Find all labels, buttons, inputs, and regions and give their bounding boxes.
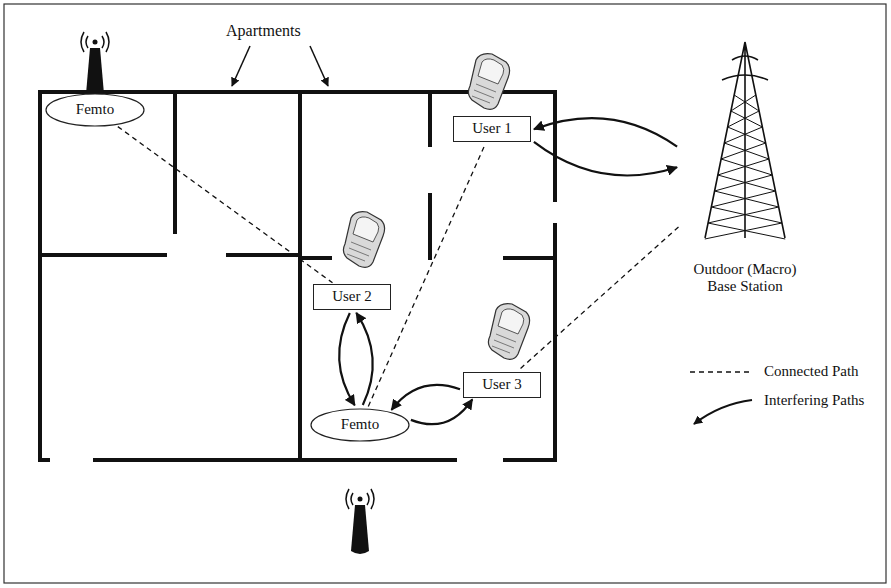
node-label: User 3 xyxy=(482,376,522,393)
legend-text: Connected Path xyxy=(764,363,859,380)
node-label: Femto xyxy=(341,416,379,433)
apartments-leaders xyxy=(232,46,328,86)
interfering-path xyxy=(339,313,355,405)
user-box: User 1 xyxy=(453,116,531,142)
interfering-path xyxy=(356,313,372,405)
phone-icon xyxy=(488,304,529,360)
femto-antenna xyxy=(346,489,374,554)
interfering-path xyxy=(534,142,677,176)
base-station: Outdoor (Macro) Base Station xyxy=(680,40,810,295)
connected-path xyxy=(118,127,333,283)
femto-node: Femto xyxy=(310,408,410,442)
group-label: Apartments xyxy=(226,22,301,40)
frame xyxy=(4,4,886,583)
phone-icon xyxy=(468,54,509,110)
user-box: User 3 xyxy=(463,372,541,398)
floor-plan xyxy=(40,92,555,460)
node-label: User 2 xyxy=(332,288,372,305)
connected-path xyxy=(368,144,485,407)
connected-path xyxy=(518,227,679,371)
node-label: User 1 xyxy=(472,120,512,137)
node-label: Outdoor (Macro) Base Station xyxy=(683,261,808,296)
femto-antenna xyxy=(81,32,109,97)
interfering-path xyxy=(411,399,472,424)
user-box: User 2 xyxy=(313,284,391,310)
node-label: Femto xyxy=(76,101,114,118)
phone-icon xyxy=(343,212,384,268)
interfering-path xyxy=(534,118,677,147)
tower xyxy=(705,42,785,239)
interfering-path xyxy=(392,385,461,410)
legend-text: Interfering Paths xyxy=(764,392,864,409)
femto-node: Femto xyxy=(45,93,145,127)
legend-samples xyxy=(690,372,752,424)
